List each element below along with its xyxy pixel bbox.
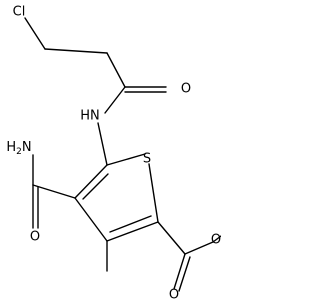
atom-label-o-carboxamide: O (30, 230, 40, 245)
bond-c2ring-c3ring-double-a (106, 221, 159, 242)
bond-s-c2ring (148, 163, 159, 223)
atom-label-h2n-h: H (6, 140, 16, 155)
bond-cl-c1 (24, 17, 46, 50)
chemical-structure: Cl O HN S H2N O O O (6, 5, 221, 303)
atom-label-nh: HN (80, 109, 100, 124)
atom-label-h2n: H2N (6, 140, 31, 157)
bond-c2ring-c3ring-double-b (109, 215, 152, 233)
bond-o-methyl (212, 235, 221, 243)
bond-c4ring-c5-double-a (74, 164, 108, 199)
bond-c2-c3 (106, 52, 126, 88)
atom-label-h2n-n: N (22, 140, 32, 155)
atom-label-h2n-sub: 2 (16, 147, 22, 157)
bond-c2ring-cester (157, 221, 186, 255)
atom-label-o-chain-carbonyl: O (181, 82, 191, 97)
bond-c4ring-c5-double-b (82, 173, 109, 200)
bond-c1-c2 (44, 48, 108, 54)
bond-cester-o-double-a (173, 253, 186, 290)
atom-label-s: S (143, 152, 151, 167)
atom-labels: Cl O HN S H2N O O O (6, 5, 221, 303)
bond-c3ring-c4ring (74, 197, 108, 242)
bond-c5-s (106, 153, 146, 166)
bond-cester-o-double-b (178, 256, 191, 292)
bond-cester-o (184, 241, 214, 255)
bond-nh-c5 (97, 122, 108, 166)
bonds (24, 17, 221, 292)
atom-label-o-ester-carbonyl: O (169, 288, 179, 303)
atom-label-o-ester: O (211, 233, 221, 248)
bond-c3-nh (104, 86, 126, 114)
atom-label-cl: Cl (13, 5, 26, 20)
bond-c4ring-camide (32, 184, 76, 199)
